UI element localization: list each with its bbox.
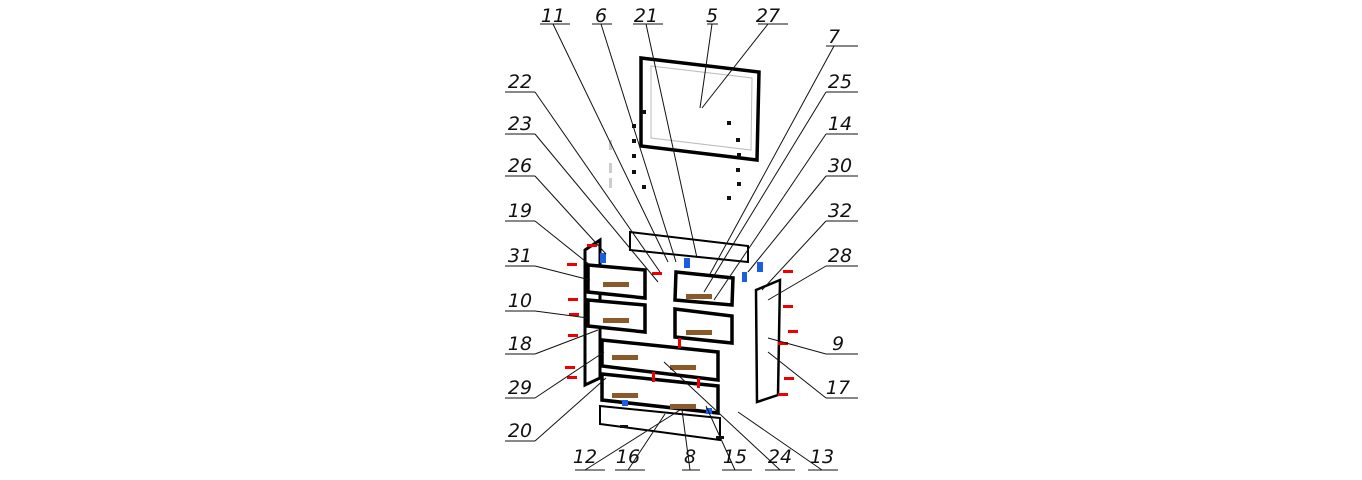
callout-number: 21 (634, 5, 658, 27)
leader-line (534, 329, 599, 355)
callout-11: 11 (540, 5, 669, 263)
leader-line (600, 23, 677, 263)
callout-number: 28 (828, 245, 852, 267)
callout-number: 10 (508, 290, 532, 312)
leader-line (713, 133, 827, 301)
leader-line (705, 405, 736, 471)
callout-6: 6 (592, 5, 677, 263)
callout-number: 20 (508, 420, 532, 442)
callout-number: 14 (828, 113, 852, 135)
leader-line (534, 220, 591, 266)
leader-line (645, 23, 698, 259)
mirror (609, 56, 761, 200)
callout-number: 25 (828, 71, 852, 93)
callout-number: 26 (508, 155, 532, 177)
callout-30: 30 (747, 155, 858, 273)
leader-line (703, 91, 827, 293)
leader-line (699, 23, 713, 109)
callout-20: 20 (505, 377, 607, 442)
leader-line (552, 23, 669, 263)
callout-number: 23 (508, 113, 532, 135)
leader-line (534, 377, 607, 442)
callout-29: 29 (505, 351, 605, 399)
callout-number: 30 (828, 155, 852, 177)
callout-10: 10 (505, 290, 589, 319)
callout-number: 16 (616, 446, 640, 468)
callout-number: 29 (508, 377, 532, 399)
callout-17: 17 (767, 351, 858, 399)
callout-25: 25 (703, 71, 858, 293)
callout-31: 31 (505, 245, 591, 281)
callout-number: 6 (595, 5, 607, 27)
callout-18: 18 (505, 329, 599, 355)
leader-line (534, 265, 591, 281)
leader-line (681, 409, 691, 471)
callout-26: 26 (505, 155, 607, 255)
callout-22: 22 (505, 71, 661, 273)
callout-7: 7 (709, 26, 858, 275)
leader-line (747, 175, 827, 273)
leader-line (534, 133, 659, 283)
callout-number: 8 (684, 446, 696, 468)
leader-line (584, 409, 681, 471)
callout-number: 32 (828, 200, 852, 222)
callout-number: 5 (706, 5, 718, 27)
callout-13: 13 (737, 411, 838, 471)
callout-28: 28 (767, 245, 858, 301)
leader-line (767, 337, 827, 355)
chest-body (565, 230, 798, 442)
callout-number: 9 (832, 333, 844, 355)
callout-23: 23 (505, 113, 659, 283)
callout-number: 7 (828, 26, 840, 48)
callout-19: 19 (505, 200, 591, 266)
leader-line (767, 351, 827, 399)
callout-number: 15 (723, 446, 747, 468)
leader-line (701, 23, 769, 109)
callout-number: 17 (826, 377, 850, 399)
leader-line (534, 351, 605, 399)
callout-16: 16 (615, 413, 666, 471)
callout-number: 18 (508, 333, 532, 355)
leader-line (709, 45, 835, 275)
callout-number: 19 (508, 200, 532, 222)
callout-8: 8 (681, 409, 700, 471)
callout-32: 32 (761, 200, 858, 291)
callout-number: 22 (508, 71, 532, 93)
callout-14: 14 (713, 113, 858, 301)
leader-line (663, 361, 781, 471)
leader-line (627, 413, 666, 471)
leader-line (534, 310, 589, 319)
callout-number: 12 (573, 446, 597, 468)
callout-12: 12 (573, 409, 681, 471)
leader-line (534, 175, 607, 255)
callout-number: 27 (756, 5, 780, 27)
callout-27: 27 (701, 5, 788, 109)
callout-24: 24 (663, 361, 795, 471)
leader-line (767, 265, 827, 301)
leader-line (761, 220, 827, 291)
callout-number: 11 (541, 5, 565, 27)
callout-number: 31 (508, 245, 532, 267)
leader-line (737, 411, 823, 471)
callout-21: 21 (633, 5, 698, 259)
callout-9: 9 (767, 333, 858, 355)
callout-number: 24 (768, 446, 792, 468)
callout-15: 15 (705, 405, 752, 471)
callout-number: 13 (810, 446, 834, 468)
callout-5: 5 (699, 5, 718, 109)
leader-line (534, 91, 661, 273)
